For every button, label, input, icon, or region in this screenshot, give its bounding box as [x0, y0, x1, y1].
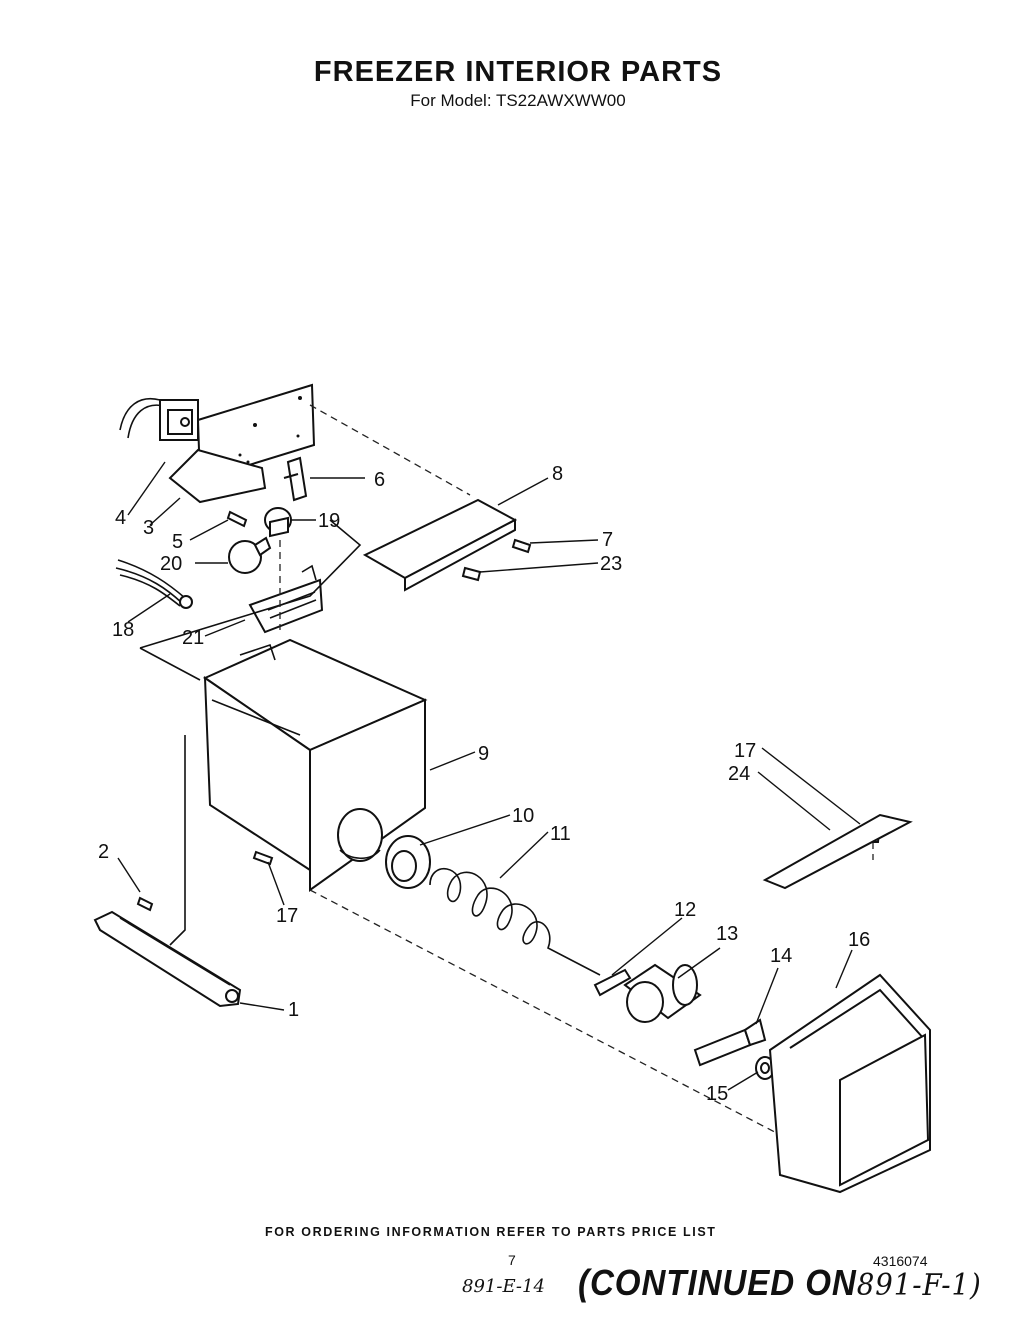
callout-17-lower: 17	[276, 905, 298, 927]
callout-12: 12	[674, 899, 696, 921]
callout-8: 8	[552, 463, 563, 485]
callout-18: 18	[112, 619, 134, 641]
continued-prefix: (CONTINUED ON	[578, 1262, 857, 1303]
callout-5: 5	[172, 531, 183, 553]
callout-24: 24	[728, 763, 750, 785]
part-cover-plate	[362, 498, 518, 592]
mounting-outline	[139, 519, 362, 681]
document-number: 4316074	[873, 1253, 928, 1269]
part-screw-2	[136, 896, 154, 912]
part-wire-harness	[115, 559, 193, 609]
part-screw-17-lower	[252, 850, 274, 866]
callout-14: 14	[770, 945, 792, 967]
callout-11: 11	[550, 823, 571, 845]
continued-ref: 891-F-1)	[856, 1268, 982, 1303]
callout-23: 23	[600, 553, 622, 575]
part-ice-bucket	[202, 638, 428, 892]
callout-9: 9	[478, 743, 489, 765]
callout-4: 4	[115, 507, 126, 529]
callout-16: 16	[848, 929, 870, 951]
callout-7: 7	[602, 529, 613, 551]
part-screw-5	[226, 510, 248, 528]
model-subtitle: For Model: TS22AWXWW00	[410, 91, 626, 110]
ordering-info-note: FOR ORDERING INFORMATION REFER TO PARTS …	[265, 1225, 717, 1239]
callout-20: 20	[160, 553, 182, 575]
part-bucket-support	[93, 910, 242, 1008]
callout-13: 13	[716, 923, 738, 945]
part-deflector	[762, 813, 913, 890]
part-mount-bracket	[693, 1018, 767, 1067]
part-screw-7	[511, 538, 532, 554]
part-chute-housing	[768, 973, 931, 1194]
part-screw-23	[461, 566, 482, 582]
part-lamp-socket	[264, 507, 292, 538]
callout-10: 10	[512, 805, 534, 827]
part-motor	[119, 398, 199, 441]
part-auger-housing	[623, 963, 702, 1023]
part-auger-spring	[429, 868, 601, 976]
callout-15: 15	[706, 1083, 728, 1105]
page-title: FREEZER INTERIOR PARTS	[313, 56, 723, 88]
part-coupler	[593, 968, 632, 997]
part-clip	[283, 456, 308, 502]
part-nut	[755, 1056, 775, 1080]
callout-2: 2	[98, 841, 109, 863]
callout-17-upper: 17	[734, 740, 756, 762]
callout-3: 3	[143, 517, 154, 539]
page-number: 7	[508, 1252, 516, 1268]
part-motor-bracket	[168, 383, 316, 504]
leader-lines	[117, 461, 861, 1091]
callout-1: 1	[288, 999, 299, 1021]
part-auger-flange	[385, 835, 431, 889]
callout-19: 19	[318, 510, 340, 532]
part-light-bulb	[228, 536, 272, 574]
part-lamp-cover	[248, 564, 324, 634]
callout-21: 21	[182, 627, 204, 649]
callout-6: 6	[374, 469, 385, 491]
handwritten-code: 891-E-14	[462, 1276, 545, 1297]
continued-note: (CONTINUED ON891-F-1)	[578, 1262, 982, 1304]
